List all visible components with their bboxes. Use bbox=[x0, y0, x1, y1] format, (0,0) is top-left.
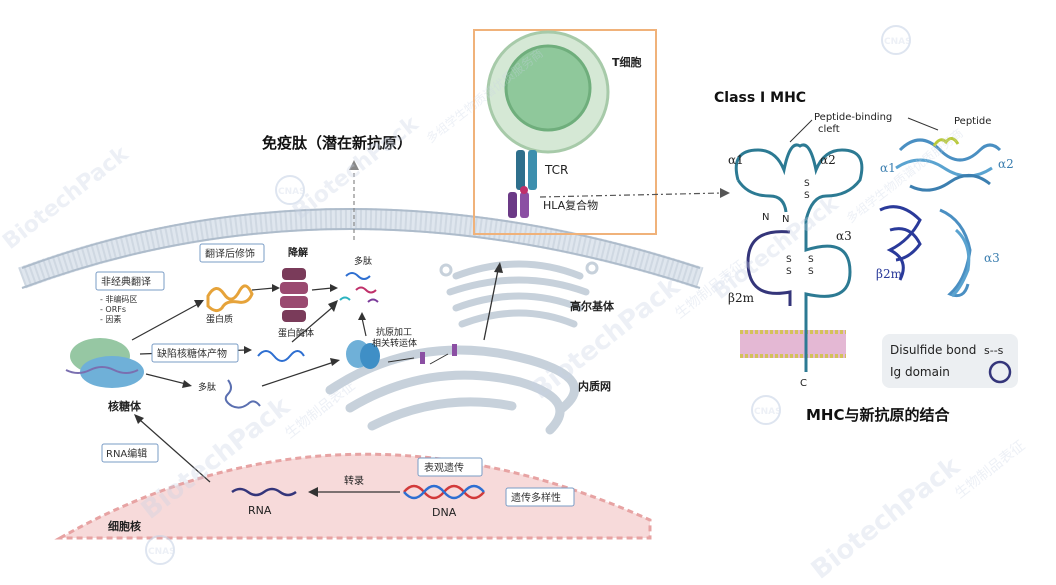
t-cell-highlight-box bbox=[473, 29, 657, 235]
t-cell-label: T细胞 bbox=[612, 55, 642, 69]
svg-text:BiotechPack: BiotechPack bbox=[806, 451, 966, 585]
dna-label: DNA bbox=[432, 506, 457, 519]
drip-strand bbox=[257, 350, 305, 362]
golgi-apparatus bbox=[446, 260, 590, 328]
link-arrow bbox=[539, 192, 723, 198]
peptides-top-label: 多肽 bbox=[354, 255, 372, 267]
b2m-chain bbox=[746, 230, 792, 306]
ptm-box: 翻译后修饰 bbox=[205, 247, 255, 260]
rna-strand bbox=[231, 487, 297, 497]
alpha2-label: α2 bbox=[820, 153, 836, 167]
nucleus bbox=[54, 452, 652, 540]
tap-label-2: 相关转运体 bbox=[372, 337, 417, 349]
disulfide-s-4: S bbox=[786, 267, 792, 277]
hla-chain bbox=[508, 192, 517, 218]
t-cell-nucleus bbox=[504, 44, 592, 132]
cnas-mark-3: CNAS bbox=[751, 395, 782, 425]
cleft-label-1: Peptide-binding bbox=[814, 112, 892, 123]
ig-domain-icon bbox=[988, 360, 1012, 384]
n-terminus-label-2: N bbox=[782, 214, 789, 225]
transcription-label: 转录 bbox=[344, 474, 364, 487]
cnas-mark-1: CNAS bbox=[881, 25, 912, 55]
mhc-ribbon-structure bbox=[879, 138, 1002, 298]
legend-disulfide: Disulfide bond bbox=[890, 343, 976, 357]
cnas-mark-2: CNAS bbox=[275, 175, 306, 205]
golgi-label: 高尔基体 bbox=[570, 299, 615, 313]
epigenetics-box: 表观遗传 bbox=[424, 461, 464, 474]
legend-ig: Ig domain bbox=[890, 365, 950, 379]
dna-helix bbox=[403, 484, 485, 500]
ribbon-alpha1: α1 bbox=[880, 161, 896, 175]
tap-transporter bbox=[346, 340, 380, 369]
rna-editing-box: RNA编辑 bbox=[106, 447, 147, 460]
peptide-in-groove bbox=[932, 137, 960, 147]
ribbon-alpha3: α3 bbox=[984, 251, 1000, 265]
peptide-fragments bbox=[339, 272, 379, 303]
er-label: 内质网 bbox=[578, 379, 611, 393]
legend-ss: s--s bbox=[984, 344, 1004, 357]
endoplasmic-reticulum bbox=[325, 345, 579, 435]
structure-legend bbox=[882, 334, 1018, 388]
alpha1-label: α1 bbox=[728, 153, 744, 167]
peptide-clump bbox=[224, 379, 261, 409]
ribosome bbox=[65, 338, 144, 388]
tcr-chain bbox=[516, 150, 525, 190]
noncanonical-item-1: - 非编码区 bbox=[100, 294, 137, 304]
proteasome-label: 蛋白酶体 bbox=[278, 327, 314, 339]
peptide-dot bbox=[520, 186, 528, 194]
headline: 免疫肽（潜在新抗原） bbox=[262, 134, 412, 152]
disulfide-s-1: S bbox=[804, 179, 810, 189]
peptide-label: Peptide bbox=[954, 116, 991, 127]
cleft-label-2: cleft bbox=[818, 124, 840, 135]
c-terminus-label: C bbox=[800, 378, 807, 389]
watermark-3: BiotechPack 生物制品表征 bbox=[806, 438, 1028, 585]
nucleus-label: 细胞核 bbox=[108, 519, 141, 533]
mhc-heavy-chain bbox=[734, 143, 864, 372]
tcr-label: TCR bbox=[544, 163, 568, 177]
ribbon-alpha2: α2 bbox=[998, 157, 1014, 171]
alpha3-label: α3 bbox=[836, 229, 852, 243]
ribbon-b2m: β2m bbox=[876, 267, 903, 281]
noncanonical-item-3: - 因素 bbox=[100, 314, 121, 324]
disulfide-s-5: S bbox=[808, 255, 814, 265]
disulfide-s-2: S bbox=[804, 191, 810, 201]
cnas-mark-4: CNAS bbox=[145, 535, 176, 565]
noncanonical-item-2: - ORFs bbox=[100, 305, 126, 314]
rna-label: RNA bbox=[248, 504, 272, 517]
proteasome bbox=[280, 268, 308, 322]
ribosome-label: 核糖体 bbox=[108, 399, 142, 413]
degradation-label: 降解 bbox=[288, 246, 308, 259]
peptides-mid-label: 多肽 bbox=[198, 381, 216, 393]
svg-text:CNAS: CNAS bbox=[278, 187, 306, 197]
svg-text:生物制品表征: 生物制品表征 bbox=[952, 438, 1028, 502]
drip-box: 缺陷核糖体产物 bbox=[157, 347, 227, 360]
mhc-caption: MHC与新抗原的结合 bbox=[806, 406, 950, 424]
mhc-title: Class I MHC bbox=[714, 90, 806, 106]
diversity-box: 遗传多样性 bbox=[511, 491, 561, 504]
noncanonical-box: 非经典翻译 bbox=[101, 275, 151, 288]
svg-text:CNAS: CNAS bbox=[884, 37, 912, 47]
svg-text:CNAS: CNAS bbox=[148, 547, 176, 557]
b2m-label: β2m bbox=[728, 291, 755, 305]
svg-text:CNAS: CNAS bbox=[754, 407, 782, 417]
disulfide-s-6: S bbox=[808, 267, 814, 277]
tap-label-1: 抗原加工 bbox=[376, 326, 412, 338]
disulfide-s-3: S bbox=[786, 255, 792, 265]
protein-label: 蛋白质 bbox=[206, 313, 233, 325]
protein bbox=[206, 284, 254, 313]
hla-label: HLA复合物 bbox=[543, 198, 598, 212]
membrane-bilayer bbox=[740, 330, 846, 358]
n-terminus-label: N bbox=[762, 212, 769, 223]
